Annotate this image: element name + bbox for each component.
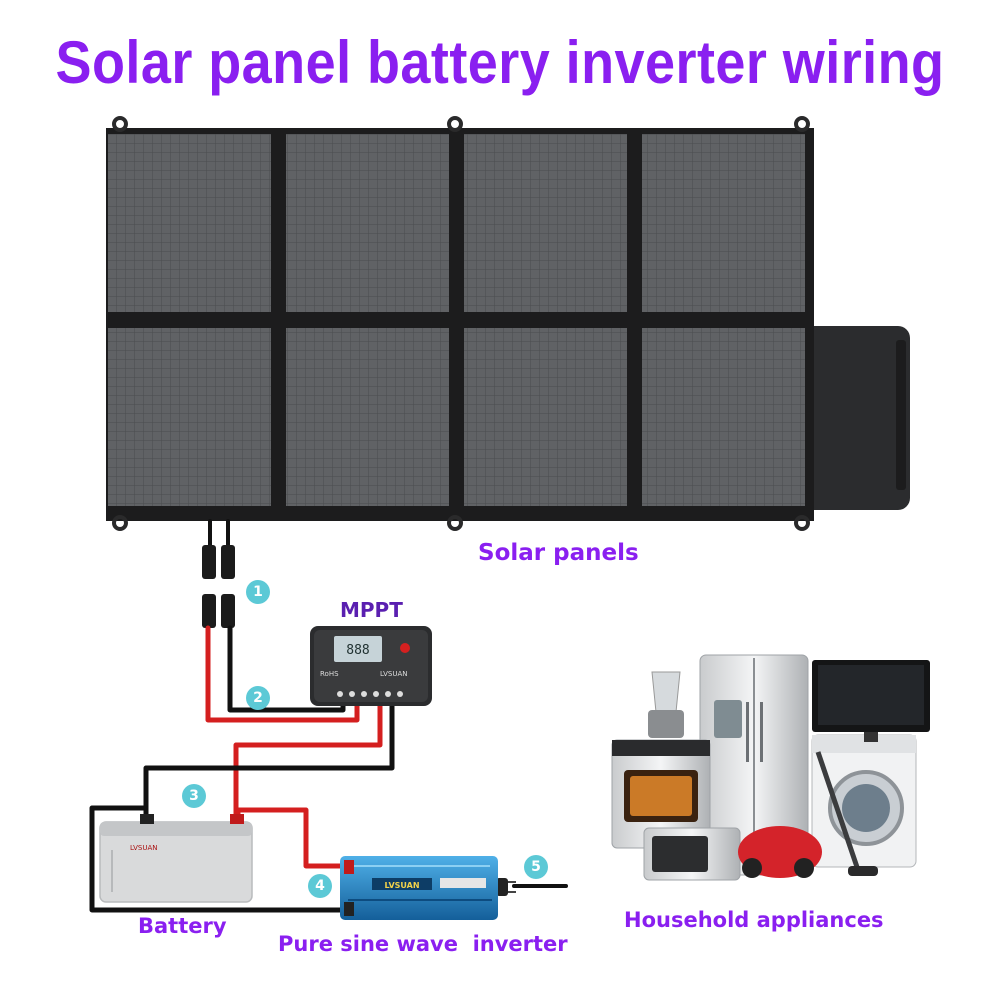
- mc4-connector: [202, 545, 216, 579]
- step-1-marker: 1: [246, 580, 270, 604]
- step-2-marker: 2: [246, 686, 270, 710]
- battery-positive-terminal: [230, 814, 244, 824]
- label-battery: Battery: [138, 914, 227, 938]
- battery-negative-terminal: [140, 814, 154, 824]
- mc4-connector: [221, 594, 235, 628]
- label-household-appliances: Household appliances: [624, 908, 884, 932]
- household-appliances: [611, 654, 930, 881]
- svg-text:LVSUAN: LVSUAN: [384, 881, 419, 890]
- svg-text:RoHS: RoHS: [320, 670, 339, 678]
- ac-plug-icon: [496, 878, 516, 896]
- solar-panel: [106, 116, 910, 531]
- wires: [89, 519, 568, 913]
- mppt-controller: 888 RoHS LVSUAN: [310, 626, 432, 706]
- svg-text:LVSUAN: LVSUAN: [130, 844, 158, 852]
- label-solar-panels: Solar panels: [478, 540, 639, 566]
- mc4-connector: [221, 545, 235, 579]
- mppt-indicator: [400, 643, 410, 653]
- step-5-marker: 5: [524, 855, 548, 879]
- mc4-connector: [202, 594, 216, 628]
- battery: LVSUAN: [99, 814, 253, 903]
- fridge-dispenser: [714, 700, 742, 738]
- panel-pouch: [800, 326, 910, 510]
- inverter: LVSUAN: [340, 856, 498, 920]
- svg-text:LVSUAN: LVSUAN: [380, 670, 408, 678]
- step-3-marker: 3: [182, 784, 206, 808]
- step-4-marker: 4: [308, 874, 332, 898]
- svg-text:888: 888: [346, 643, 369, 658]
- mppt-lcd: [334, 636, 382, 662]
- label-inverter: Pure sine wave inverter: [278, 932, 568, 956]
- diagram-title: Solar panel battery inverter wiring: [55, 29, 945, 96]
- solar-cells: [108, 134, 805, 506]
- label-mppt: MPPT: [340, 598, 403, 622]
